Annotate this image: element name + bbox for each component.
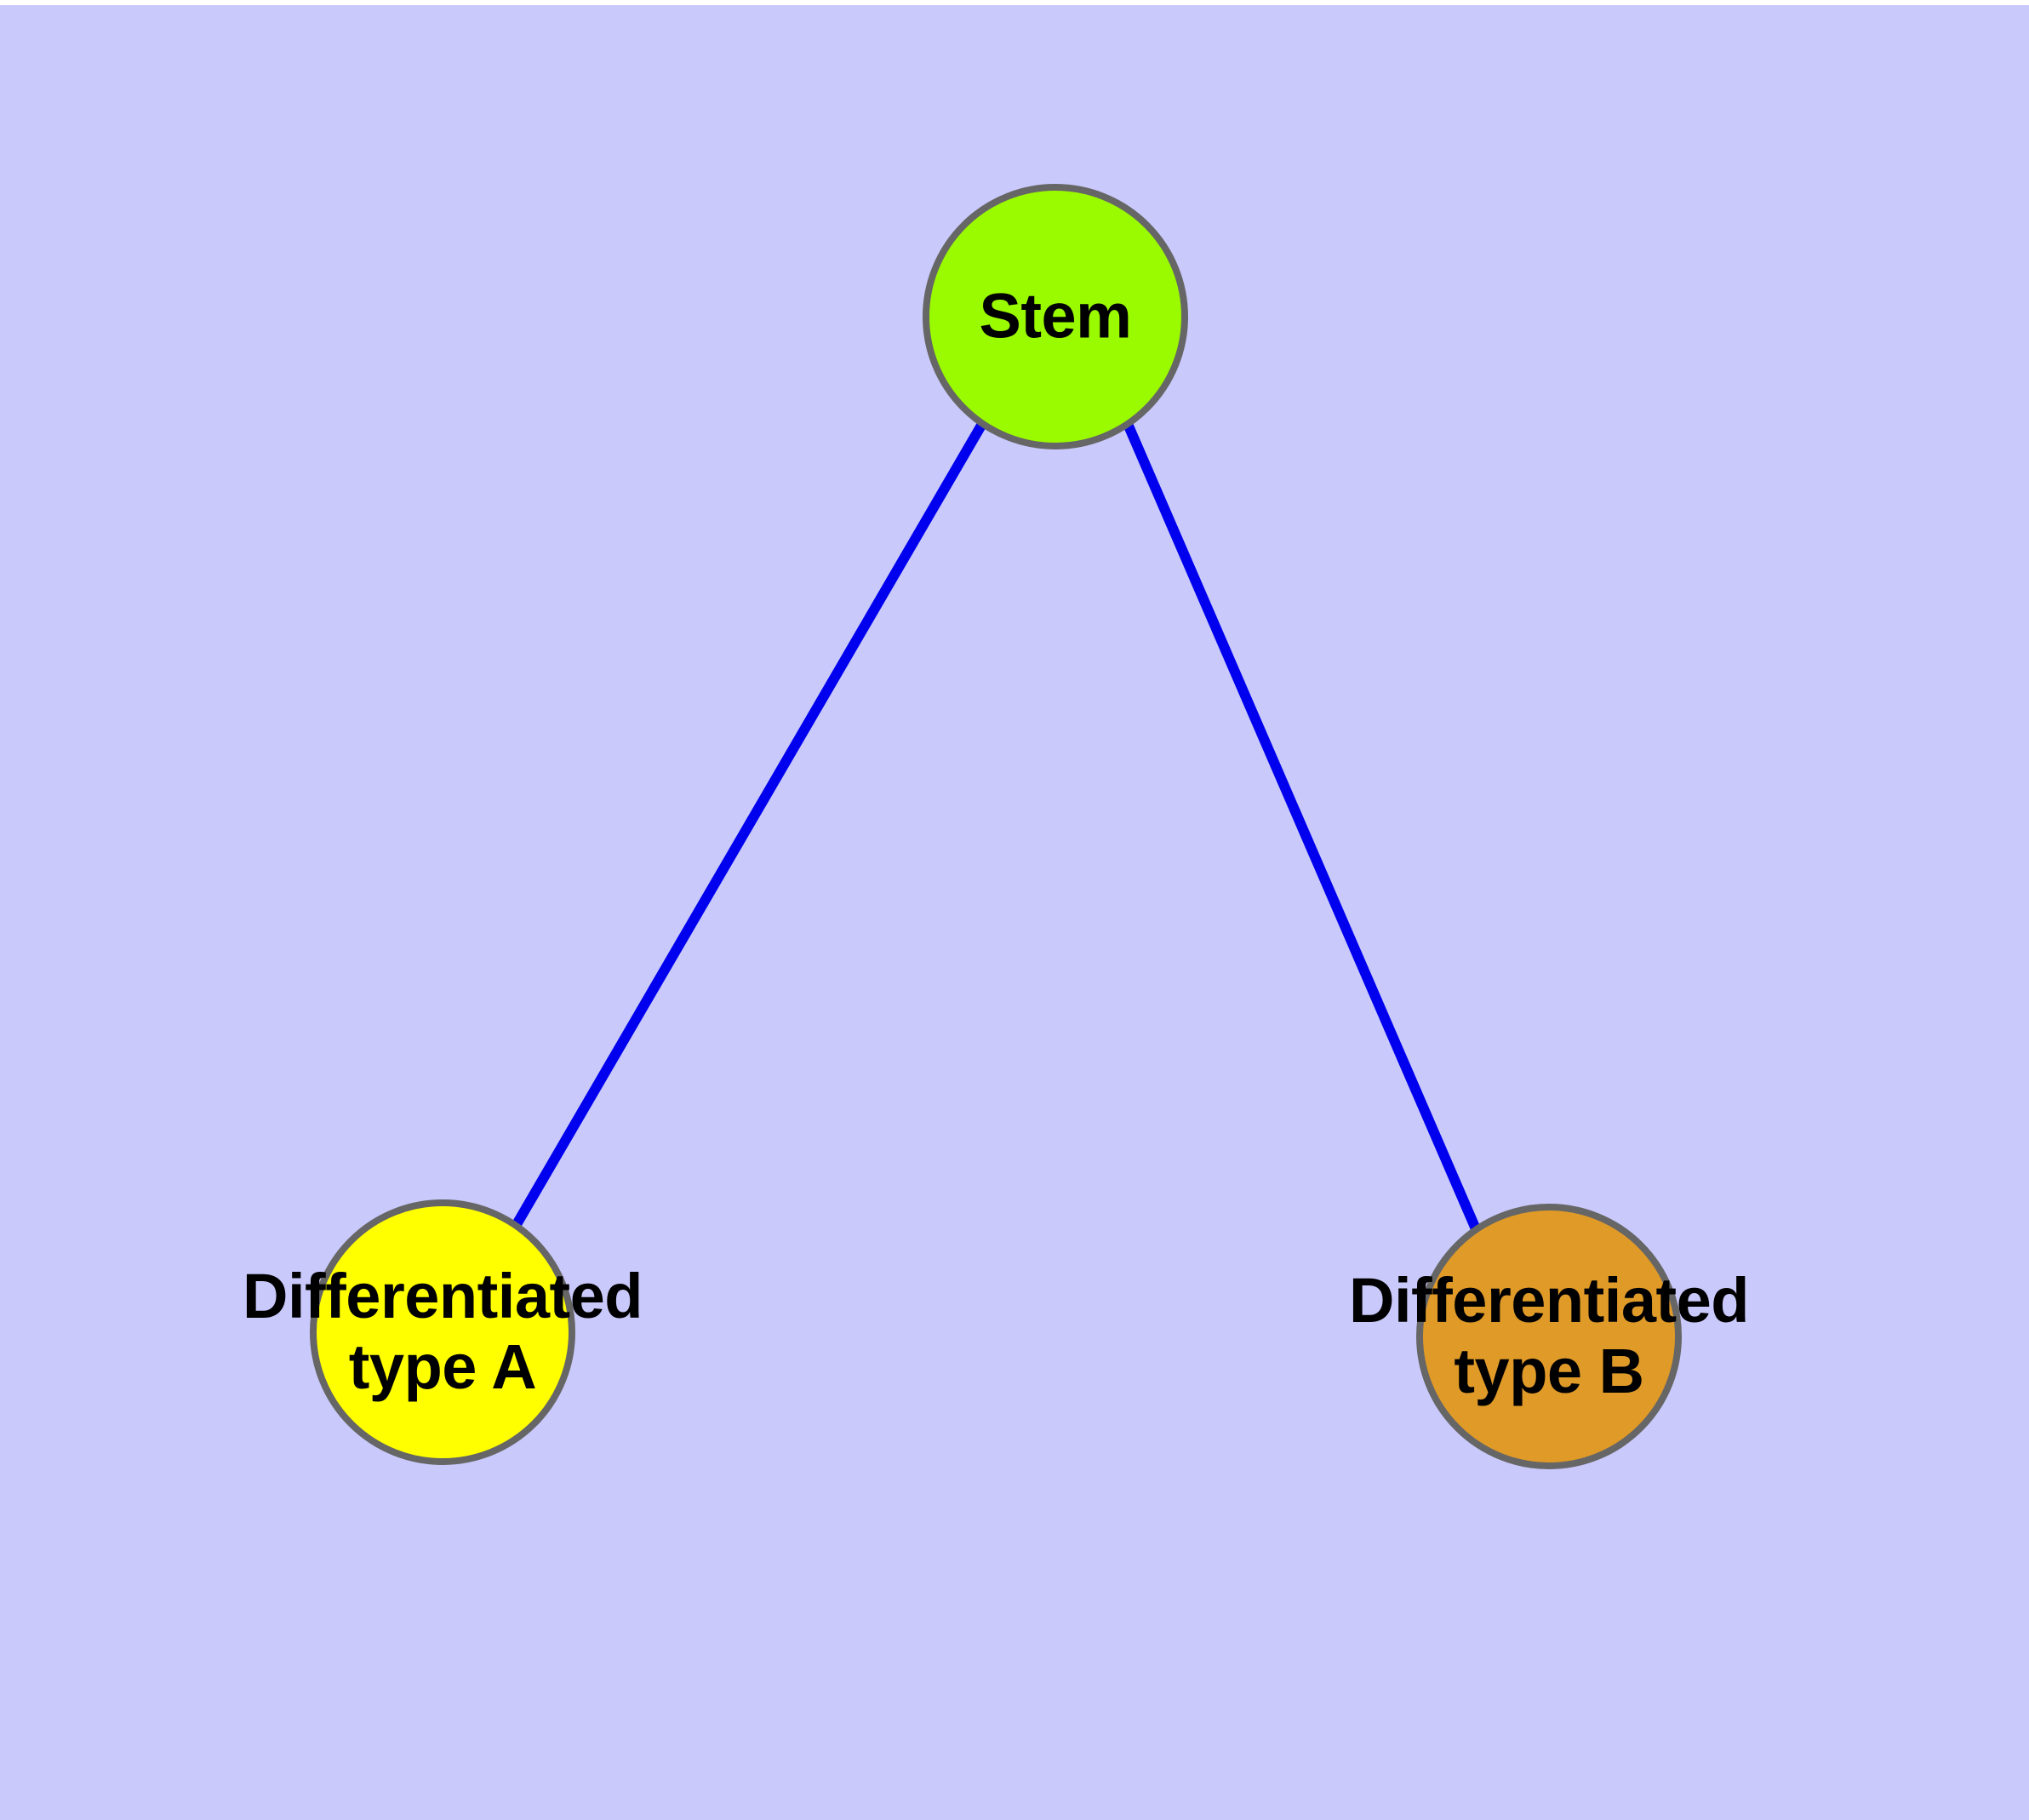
graph-svg [310,184,1682,1469]
edge-stem-to-differentiated-type-b [1123,421,1482,1233]
edge-stem-to-differentiated-type-a [511,421,987,1229]
node-differentiated-type-a[interactable] [310,1199,575,1465]
node-differentiated-type-b[interactable] [1416,1204,1682,1469]
node-stem[interactable] [923,184,1188,449]
edge-layer [511,421,1482,1233]
node-layer [310,184,1682,1469]
diagram-background: Stem Differentiated type A Differentiate… [0,5,2029,1820]
